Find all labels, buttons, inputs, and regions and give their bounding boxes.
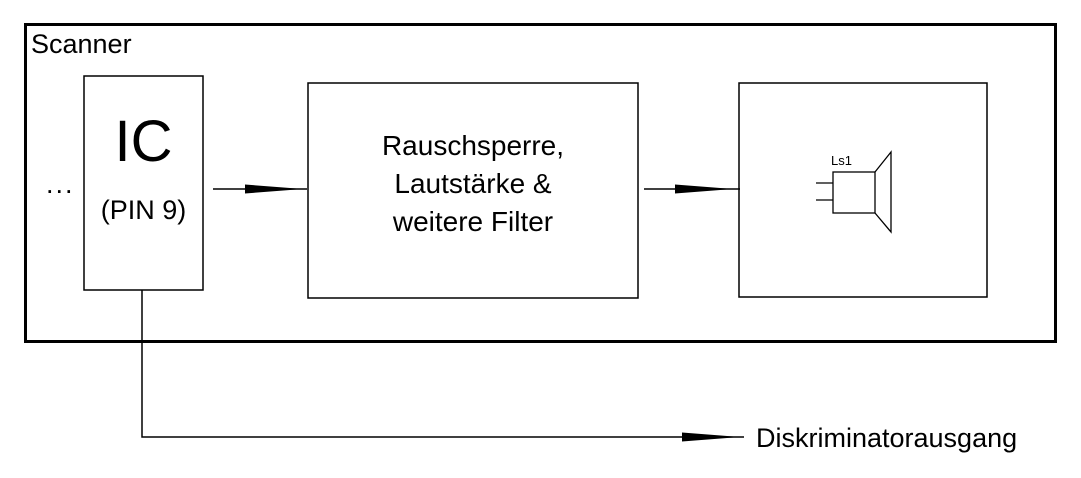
discriminator-output-label: Diskriminatorausgang [756, 423, 1018, 453]
ic-block-box [83, 75, 204, 291]
filter-block-line-1: Rauschsperre, [381, 130, 565, 161]
discriminator-output-arrow [141, 290, 744, 442]
filter-block-line-3: weitere Filter [392, 206, 554, 237]
scanner-container-box [24, 23, 1057, 343]
speaker-icon [816, 150, 892, 234]
arrow-right-icon [213, 184, 307, 194]
filter-block-label: Rauschsperre, Lautstärke & weitere Filte… [308, 127, 638, 241]
ic-block-pin-label: (PIN 9) [100, 195, 187, 225]
filter-block-box [307, 82, 639, 299]
arrow-right-icon [644, 184, 740, 194]
speaker-reference-label: Ls1 [831, 153, 852, 168]
filter-block-line-2: Lautstärke & [394, 168, 552, 199]
scanner-container-label: Scanner [31, 29, 132, 59]
ic-block-title: IC [114, 109, 173, 174]
input-ellipsis-label: ... [46, 169, 75, 199]
speaker-block-box [738, 82, 988, 298]
